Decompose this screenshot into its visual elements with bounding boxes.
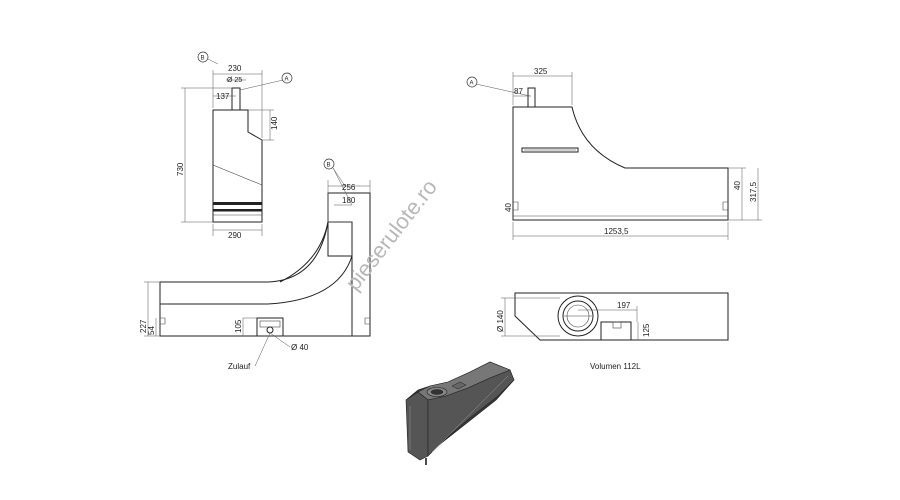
callout-b-letter: B (201, 56, 205, 62)
front-view: B A 230 Ø 25 137 140 730 290 (176, 51, 293, 240)
dim-dia-40: Ø 40 (291, 343, 309, 352)
callout-b-bubble (197, 51, 209, 63)
callout-a-bubble (281, 72, 293, 84)
dim-54: 54 (147, 326, 156, 335)
dim-227: 227 (139, 319, 148, 333)
dim-40-right: 40 (733, 181, 742, 190)
callout-b-lower-bubble (323, 158, 335, 170)
dim-dia-25: Ø 25 (227, 77, 242, 84)
top-view: Ø 140 197 125 (496, 292, 729, 341)
callout-a-letter: A (285, 77, 289, 83)
callout-b-lower-letter: B (327, 163, 331, 169)
dim-730: 730 (176, 162, 185, 176)
dim-140: 140 (270, 116, 279, 130)
dim-125: 125 (642, 323, 651, 337)
dim-325: 325 (534, 67, 548, 76)
dim-1253-5: 1253,5 (604, 227, 629, 236)
callout-a-side-letter: A (470, 81, 474, 87)
dim-230: 230 (228, 64, 242, 73)
lower-view: B 256 180 227 54 105 Ø 40 Zulauf (139, 158, 371, 371)
dim-40-left: 40 (504, 203, 513, 212)
dim-290: 290 (228, 231, 242, 240)
dim-317-5: 317,5 (749, 181, 758, 202)
dim-197: 197 (617, 301, 631, 310)
dim-137: 137 (216, 92, 230, 101)
volume-label: Volumen 112L (590, 362, 641, 371)
dim-256: 256 (342, 183, 356, 192)
dim-87: 87 (514, 87, 523, 96)
dim-dia-140: Ø 140 (496, 310, 505, 332)
callout-a-side-bubble (466, 76, 478, 88)
isometric-view (405, 361, 515, 465)
inlet-label: Zulauf (228, 362, 251, 371)
dim-180: 180 (342, 196, 356, 205)
dim-105: 105 (234, 319, 243, 333)
side-view: A 325 87 40 317,5 40 1253,5 (466, 67, 762, 240)
